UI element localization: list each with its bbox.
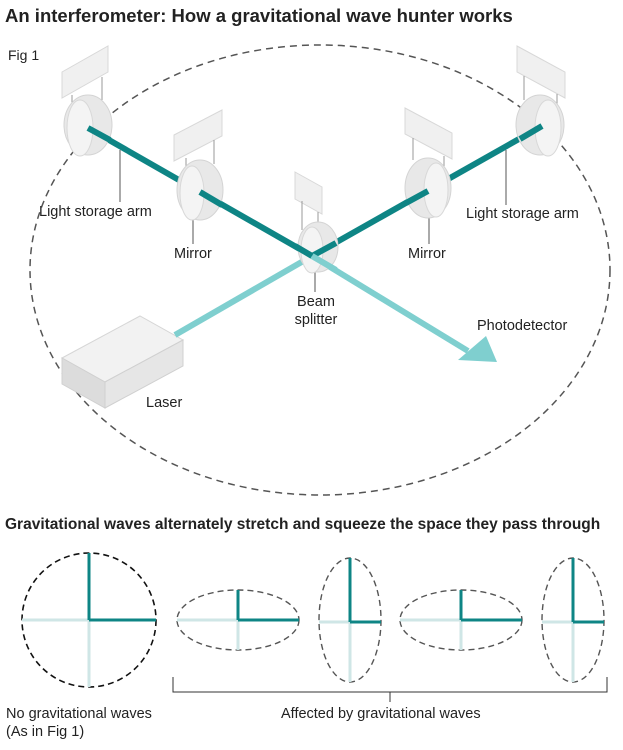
label-laser: Laser (146, 395, 183, 411)
laser-device (60, 315, 185, 409)
label-mirror-left: Mirror (174, 246, 212, 262)
label-mirror-right: Mirror (408, 246, 446, 262)
mirror-right (404, 107, 453, 219)
page-title: An interferometer: How a gravitational w… (5, 5, 513, 26)
laser-beams (173, 253, 497, 362)
label-beam-splitter: Beam splitter (288, 293, 344, 329)
label-beam-splitter-line2: splitter (294, 312, 338, 328)
diagram-stretch-vertical-1 (318, 557, 382, 683)
label-no-waves: No gravitational waves (As in Fig 1) (6, 705, 152, 741)
beam-ends (86, 123, 544, 273)
section-subtitle: Gravitational waves alternately stretch … (5, 516, 601, 533)
mirror-left (173, 109, 224, 221)
label-light-storage-arm-right: Light storage arm (466, 206, 579, 222)
diagram-stretch-vertical-2 (541, 557, 605, 683)
diagram-stretch-horizontal-1 (176, 589, 300, 651)
photodetector-arrow (458, 336, 497, 362)
beam-splitter (294, 171, 339, 274)
label-beam-splitter-line1: Beam (297, 294, 335, 310)
label-no-waves-line1: No gravitational waves (6, 706, 152, 722)
label-photodetector: Photodetector (477, 318, 568, 334)
figure-boundary (29, 44, 611, 496)
mirror-far-left (61, 45, 113, 157)
diagram-stretch-horizontal-2 (399, 589, 523, 651)
affected-bracket (172, 677, 608, 702)
diagram-no-waves (21, 552, 157, 688)
label-no-waves-line2: (As in Fig 1) (6, 724, 85, 740)
label-affected: Affected by gravitational waves (281, 706, 481, 722)
figure-label: Fig 1 (8, 47, 40, 63)
label-light-storage-arm-left: Light storage arm (39, 204, 152, 220)
